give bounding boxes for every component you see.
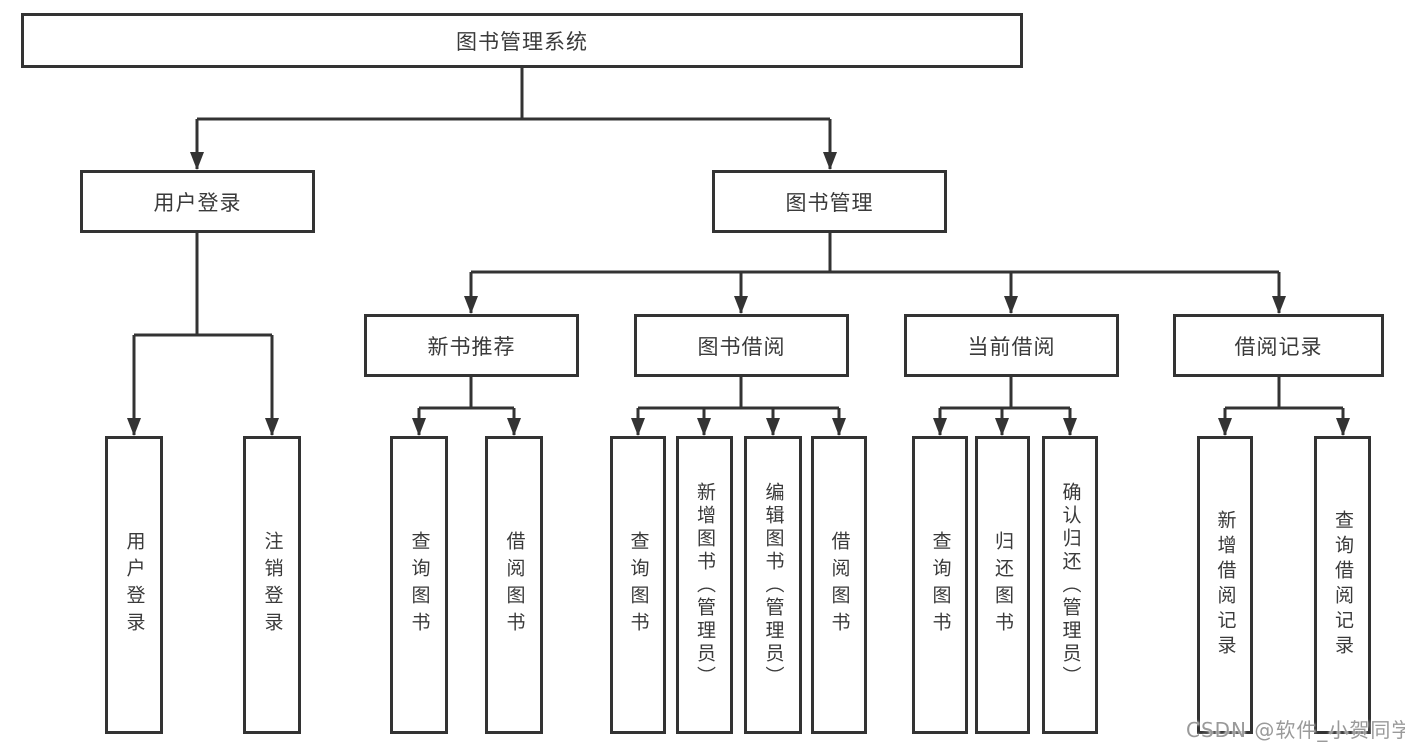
leaf-user-login-label: 用户登录 xyxy=(123,531,146,639)
leaf-query-book-current-label: 查询图书 xyxy=(929,531,952,639)
node-borrow-records: 借阅记录 xyxy=(1173,314,1384,377)
leaf-query-borrow-record: 查询借阅记录 xyxy=(1314,436,1371,734)
leaf-return-book: 归还图书 xyxy=(975,436,1030,734)
leaf-confirm-return-admin: 确认归还（管理员） xyxy=(1042,436,1098,734)
leaf-borrow-book-borrow-label: 借阅图书 xyxy=(828,531,851,639)
node-user-login: 用户登录 xyxy=(80,170,315,233)
csdn-watermark: CSDN @软件_小贺同学 xyxy=(1186,718,1405,742)
leaf-borrow-book-recommend: 借阅图书 xyxy=(485,436,543,734)
leaf-query-borrow-record-label: 查询借阅记录 xyxy=(1332,510,1354,660)
leaf-return-book-label: 归还图书 xyxy=(992,531,1014,639)
leaf-user-login: 用户登录 xyxy=(105,436,163,734)
leaf-add-book-admin-label: 新增图书（管理员） xyxy=(694,481,716,689)
leaf-add-borrow-record: 新增借阅记录 xyxy=(1197,436,1253,734)
node-current-borrow: 当前借阅 xyxy=(904,314,1119,377)
node-root: 图书管理系统 xyxy=(21,13,1023,68)
leaf-logout-login: 注销登录 xyxy=(243,436,301,734)
leaf-query-book-current: 查询图书 xyxy=(912,436,968,734)
leaf-edit-book-admin: 编辑图书（管理员） xyxy=(744,436,802,734)
leaf-query-book-borrow-label: 查询图书 xyxy=(627,531,650,639)
leaf-borrow-book-recommend-label: 借阅图书 xyxy=(503,531,526,639)
leaf-query-book-borrow: 查询图书 xyxy=(610,436,666,734)
leaf-add-borrow-record-label: 新增借阅记录 xyxy=(1214,510,1237,660)
leaf-edit-book-admin-label: 编辑图书（管理员） xyxy=(762,481,785,689)
leaf-confirm-return-admin-label: 确认归还（管理员） xyxy=(1059,481,1082,689)
node-book-management: 图书管理 xyxy=(712,170,947,233)
leaf-query-book-recommend-label: 查询图书 xyxy=(408,531,431,639)
leaf-borrow-book-borrow: 借阅图书 xyxy=(811,436,867,734)
leaf-query-book-recommend: 查询图书 xyxy=(390,436,448,734)
leaf-logout-login-label: 注销登录 xyxy=(261,531,284,639)
node-book-borrow: 图书借阅 xyxy=(634,314,849,377)
leaf-add-book-admin: 新增图书（管理员） xyxy=(676,436,733,734)
node-new-book-recommend: 新书推荐 xyxy=(364,314,579,377)
